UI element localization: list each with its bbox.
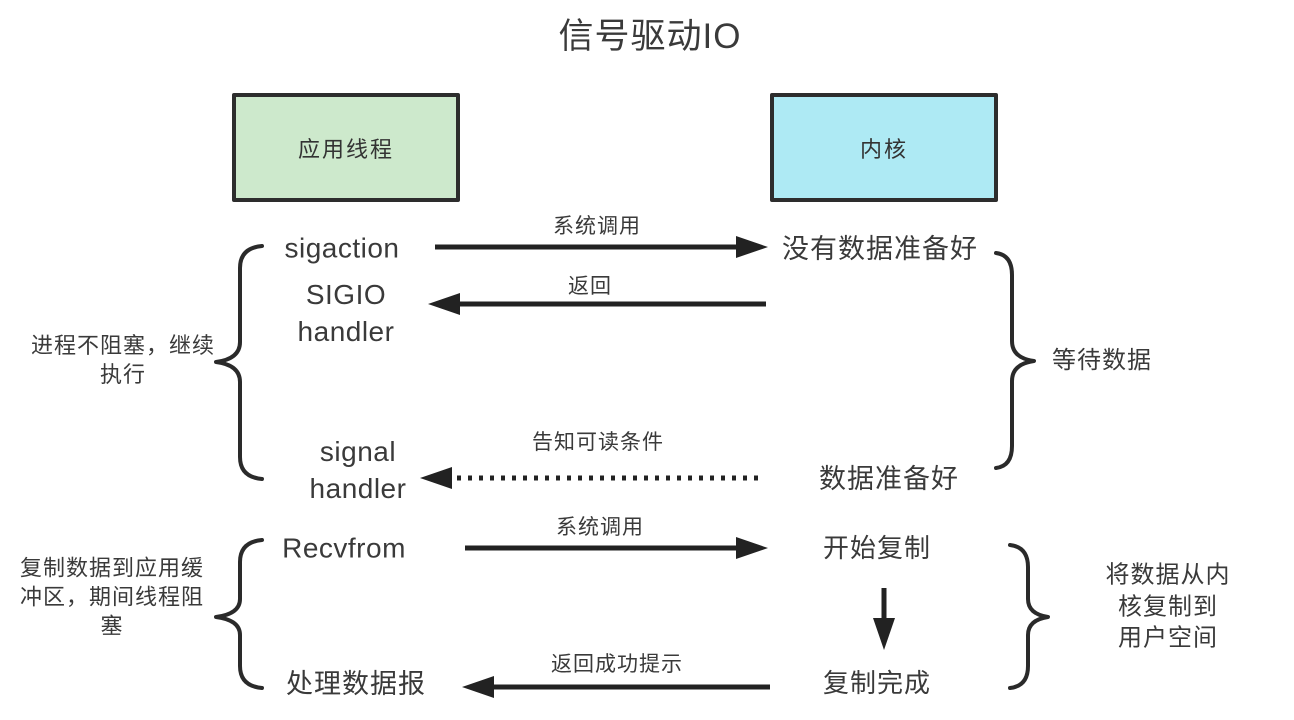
arrowhead-right-icon (736, 537, 768, 559)
arrow-syscall-2 (465, 537, 768, 559)
signal-handler-label: signal handler (309, 436, 407, 504)
arrowhead-down-icon (873, 618, 895, 650)
arrowhead-left-icon (428, 293, 460, 315)
notify-readable-arrow-label: 告知可读条件 (532, 431, 664, 455)
note-process-not-blocking: 进程不阻塞，继续 执行 (30, 332, 216, 387)
syscall-2-arrow-label: 系统调用 (556, 516, 644, 540)
brace-right-top (994, 251, 1036, 470)
copy-done-label: 复制完成 (822, 667, 932, 698)
note-copy-kernel-to-user: 将数据从内核复制到 用户空间 (1105, 561, 1231, 652)
syscall-1-arrow-label: 系统调用 (553, 215, 641, 239)
arrowhead-left-icon (462, 676, 494, 698)
sigaction-label: sigaction (284, 232, 400, 264)
arrowhead-right-icon (736, 236, 768, 258)
data-ready-label: 数据准备好 (819, 464, 959, 495)
arrow-return-1 (428, 293, 766, 315)
note-copy-blocking: 复制数据到应用缓 冲区，期间线程阻 塞 (19, 555, 205, 639)
app-thread-box-label: 应用线程 (297, 136, 394, 162)
arrow-return-success (462, 676, 770, 698)
brace-right-bottom (1008, 543, 1050, 690)
copy-start-label: 开始复制 (822, 532, 932, 563)
recvfrom-label: Recvfrom (282, 532, 406, 564)
brace-left-top (214, 244, 264, 481)
kernel-box-label: 内核 (859, 136, 908, 162)
arrowhead-left-icon (420, 467, 452, 489)
arrow-copy-down (873, 588, 895, 650)
return-success-arrow-label: 返回成功提示 (551, 653, 683, 677)
note-wait-data: 等待数据 (1052, 347, 1152, 375)
arrow-notify-readable (420, 467, 758, 489)
return-1-arrow-label: 返回 (568, 275, 612, 299)
arrow-syscall-1 (435, 236, 768, 258)
app-thread-box: 应用线程 (232, 93, 460, 202)
sigio-handler-label: SIGIO handler (297, 279, 395, 347)
kernel-box: 内核 (770, 93, 998, 202)
page-title: 信号驱动IO (558, 16, 742, 56)
brace-left-bottom (214, 538, 264, 690)
process-datagram-label: 处理数据报 (286, 669, 426, 700)
no-data-ready-label: 没有数据准备好 (782, 234, 978, 265)
